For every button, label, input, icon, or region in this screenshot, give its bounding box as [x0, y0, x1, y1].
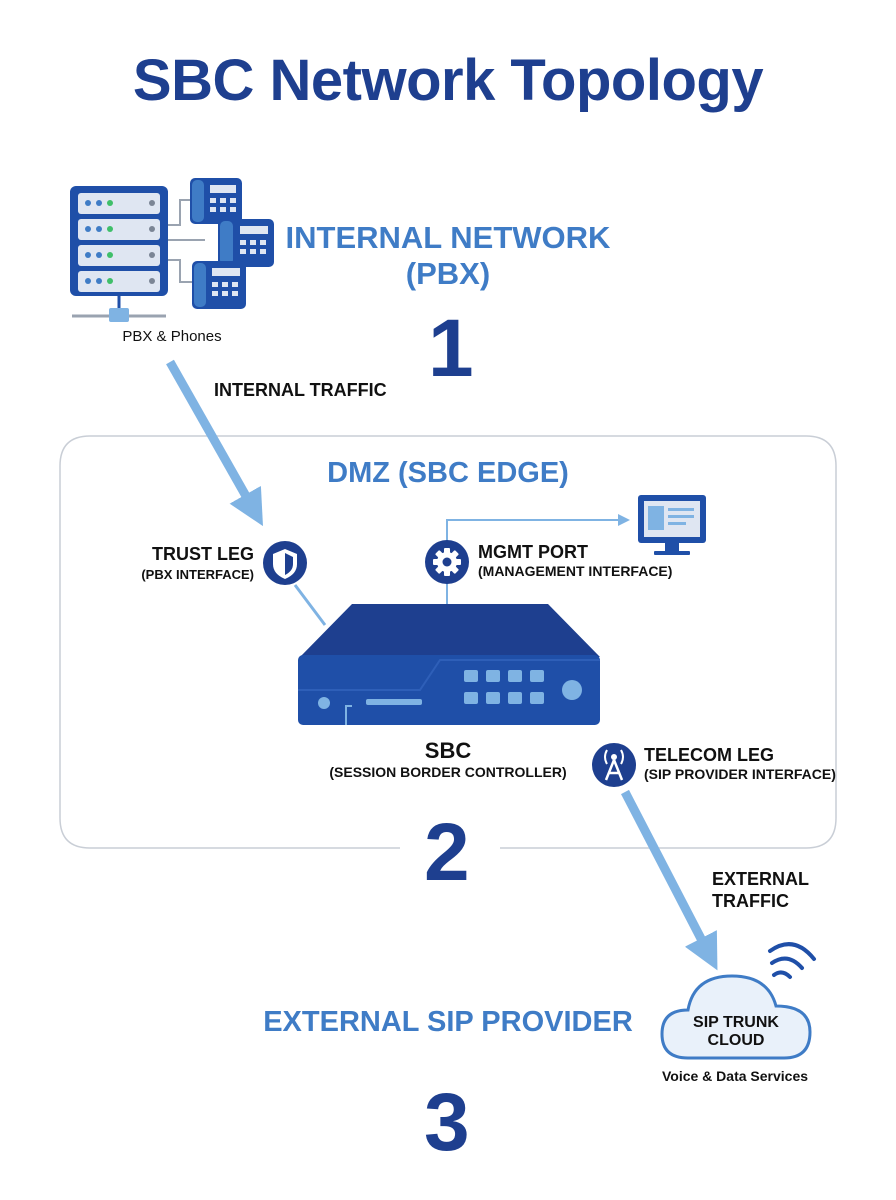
dmz-frame — [59, 435, 837, 849]
trust-leg-label: TRUST LEG — [152, 544, 254, 564]
trust-leg-sublabel: (PBX INTERFACE) — [141, 567, 254, 582]
sbc-sublabel: (SESSION BORDER CONTROLLER) — [329, 764, 567, 780]
zone-number-3: 3 — [424, 1077, 470, 1168]
dmz-heading: DMZ (SBC EDGE) — [327, 457, 569, 489]
signal-waves-icon — [768, 942, 816, 979]
mgmt-port-label: MGMT PORT — [478, 542, 588, 562]
cloud-caption: Voice & Data Services — [661, 1068, 809, 1084]
internal-network-subheading: (PBX) — [405, 256, 491, 291]
mgmt-port-sublabel: (MANAGEMENT INTERFACE) — [478, 563, 673, 579]
external-traffic-label-line1: EXTERNAL — [712, 869, 810, 889]
cloud-label-line1: SIP TRUNK — [693, 1014, 779, 1031]
internal-traffic-arrow — [166, 359, 263, 527]
cloud-label-line2: CLOUD — [707, 1032, 765, 1049]
sbc-label: SBC — [424, 738, 472, 763]
pbx-caption: PBX & Phones — [122, 328, 222, 345]
cloud-icon — [660, 974, 812, 1060]
internal-traffic-label: INTERNAL TRAFFIC — [214, 380, 387, 400]
phone-cables — [168, 199, 205, 283]
zone-number-2: 2 — [424, 807, 470, 898]
mgmt-connector — [446, 519, 620, 604]
desk-phone-icon — [218, 219, 274, 267]
desk-phone-icon — [192, 261, 246, 309]
mgmt-connector-arrow — [618, 514, 630, 526]
trust-leg-connector — [293, 584, 327, 626]
antenna-icon — [592, 743, 636, 787]
gear-icon — [425, 540, 469, 584]
external-traffic-arrow — [621, 789, 718, 971]
page-title: SBC Network Topology — [132, 48, 764, 113]
monitor-icon — [638, 495, 706, 555]
shield-icon — [263, 541, 307, 585]
desk-phone-icon — [190, 178, 242, 224]
pbx-server-icon — [70, 186, 168, 322]
internal-network-heading: INTERNAL NETWORK — [285, 220, 611, 255]
external-provider-heading: EXTERNAL SIP PROVIDER — [263, 1006, 633, 1038]
telecom-leg-label: TELECOM LEG — [644, 745, 774, 765]
sbc-device-icon — [298, 604, 600, 725]
external-traffic-label-line2: TRAFFIC — [712, 891, 789, 911]
zone-number-1: 1 — [428, 303, 474, 394]
telecom-leg-sublabel: (SIP PROVIDER INTERFACE) — [644, 766, 836, 782]
